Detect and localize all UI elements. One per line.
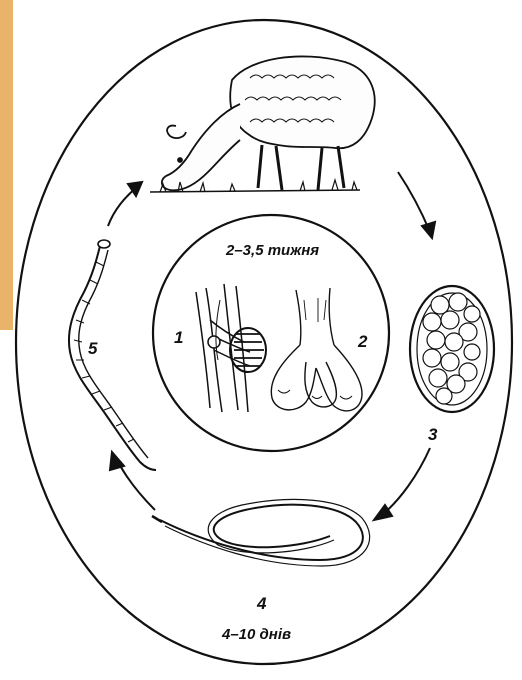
label-stage-2: 2 (358, 332, 367, 352)
intestinal-papillae-illustration-2 (271, 288, 362, 411)
sheep-illustration (150, 56, 375, 192)
egg-illustration (410, 286, 494, 412)
larva-stage-4-illustration (152, 499, 370, 566)
arrow-sheep-to-egg (398, 172, 430, 232)
label-stage-1: 1 (174, 328, 183, 348)
inner-duration-label: 2–3,5 тижня (226, 242, 319, 259)
label-stage-5: 5 (88, 339, 97, 359)
outer-duration-label: 4–10 днів (222, 626, 291, 643)
edge-strip (0, 0, 13, 330)
label-stage-4: 4 (257, 594, 266, 614)
label-stage-3: 3 (428, 425, 437, 445)
arrow-egg-to-larva4 (382, 448, 430, 515)
larva-stage-5-illustration (69, 240, 156, 470)
cycle-arrows (108, 172, 435, 520)
intestinal-attachment-illustration-1 (196, 284, 266, 412)
